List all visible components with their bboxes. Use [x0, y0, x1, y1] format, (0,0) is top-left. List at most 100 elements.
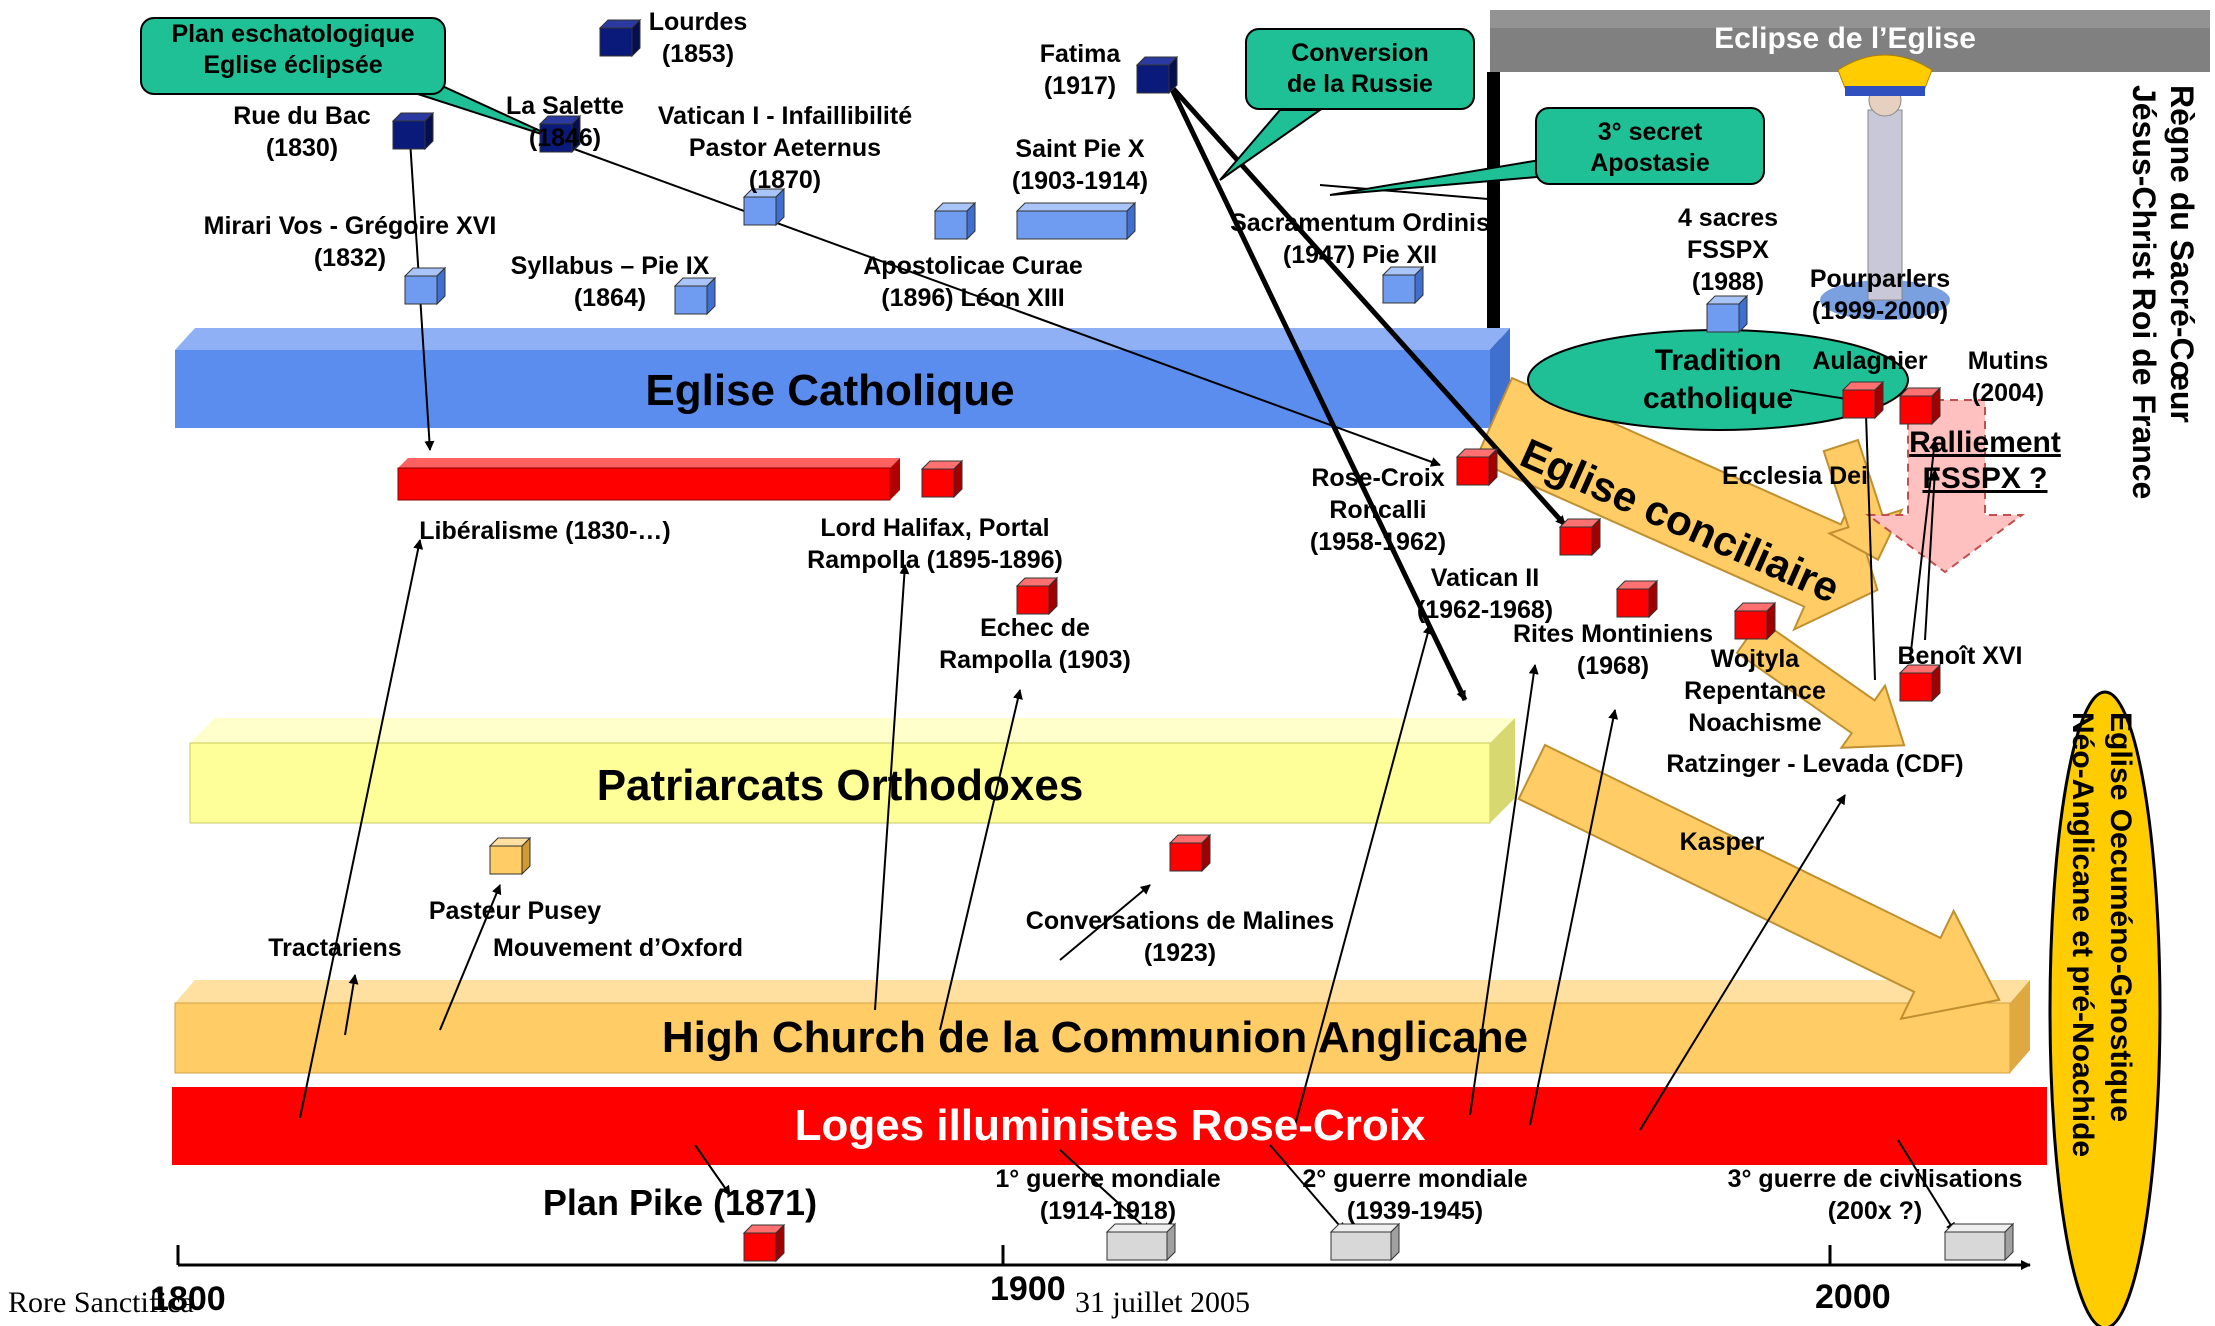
callout-secret-line1: 3° secret — [1597, 118, 1703, 146]
label-liberalisme-line1: Libéralisme (1830-…) — [419, 517, 671, 545]
label-wojtyla-line1: Wojtyla — [1710, 645, 1800, 673]
regne-line1: Règne du Sacré-Cœur — [2164, 85, 2200, 423]
label-ecclesia: Ecclesia Dei — [1722, 460, 1868, 492]
label-sacres-line1: 4 sacres — [1677, 204, 1779, 232]
label-vatican1-line2: Pastor Aeternus — [688, 134, 882, 162]
label-aulagnier: Aulagnier — [1812, 345, 1927, 377]
cube-benoit — [1898, 663, 1942, 703]
regne-sacre-coeur: Règne du Sacré-Cœur Jésus-Christ Roi de … — [2125, 85, 2201, 499]
label-rites-line1: Rites Montiniens — [1512, 620, 1714, 648]
label-tractariens-line1: Tractariens — [268, 934, 402, 962]
callout-3e-secret: 3° secret Apostasie — [1535, 107, 1765, 185]
callout-plan-eschatologique: Plan eschatologique Eglise éclipsée — [140, 17, 446, 95]
cube-pike — [742, 1223, 786, 1263]
callout-tail-secret — [1329, 158, 1563, 196]
label-kasper-line1: Kasper — [1679, 828, 1765, 856]
cube-fatima — [1135, 55, 1179, 95]
label-ww2-line1: 2° guerre mondiale — [1302, 1165, 1528, 1193]
cube-sacres — [1705, 294, 1749, 334]
label-pusey: Pasteur Pusey — [429, 895, 601, 927]
eclipse-line — [1487, 72, 1500, 412]
cube-sacramentum — [1381, 265, 1425, 305]
label-mirari: Mirari Vos - Grégoire XVI(1832) — [204, 210, 497, 274]
label-apostolicae-line2: (1896) Léon XIII — [881, 284, 1065, 312]
label-mutins-line2: (2004) — [1971, 379, 2045, 407]
label-ww2: 2° guerre mondiale(1939-1945) — [1302, 1163, 1527, 1227]
label-liberalisme: Libéralisme (1830-…) — [419, 515, 671, 547]
callout-conversion-russie: Conversion de la Russie — [1245, 28, 1475, 110]
label-vatican1-line1: Vatican I - Infaillibilité — [657, 102, 913, 130]
label-mutins-line1: Mutins — [1967, 347, 2049, 375]
liberalisme-bar — [397, 458, 900, 501]
label-vatican1-line3: (1870) — [748, 166, 822, 194]
label-fatima: Fatima(1917) — [1040, 38, 1121, 102]
label-pourparlers-line1: Pourparlers — [1809, 265, 1951, 293]
label-syllabus-line1: Syllabus – Pie IX — [510, 252, 710, 280]
label-kasper: Kasper — [1680, 826, 1765, 858]
label-vatican2-line2: (1962-1968) — [1416, 596, 1554, 624]
label-wojtyla-line3: Noachisme — [1688, 709, 1822, 737]
cube-malines — [1168, 833, 1212, 873]
loges-band-shape — [172, 1087, 2047, 1165]
label-lourdes-line1: Lourdes — [648, 8, 748, 36]
label-oxford: Mouvement d’Oxford — [493, 932, 743, 964]
cube-piex-a — [933, 201, 977, 241]
label-pike: Plan Pike (1871) — [542, 1182, 818, 1223]
label-echec-line1: Echec de — [980, 614, 1090, 642]
label-ruebac-line2: (1830) — [265, 134, 339, 162]
cube-ww2 — [1329, 1222, 1401, 1262]
label-ww3-line2: (200x ?) — [1827, 1197, 1923, 1225]
tradition-line1: Tradition — [1654, 344, 1782, 377]
label-benoit-line1: Benoît XVI — [1897, 642, 2023, 670]
tradition-line2: catholique — [1642, 382, 1794, 415]
label-mirari-line2: (1832) — [313, 244, 387, 272]
label-ruebac: Rue du Bac(1830) — [233, 100, 371, 164]
cube-lourdes — [598, 18, 642, 58]
label-lourdes: Lourdes (1853) — [649, 6, 748, 70]
label-piex: Saint Pie X(1903-1914) — [1012, 133, 1148, 197]
eclipse-title: Eclipse de l’Eglise — [1714, 22, 1976, 55]
label-malines-line1: Conversations de Malines — [1025, 907, 1335, 935]
cube-pusey — [488, 836, 532, 876]
cube-vatican1 — [742, 187, 786, 227]
cube-vatican2 — [1558, 517, 1602, 557]
label-ratzinger: Ratzinger - Levada (CDF) — [1666, 748, 1963, 780]
cube-aulagnier — [1841, 380, 1885, 420]
label-sacramentum: Sacramentum Ordinis(1947) Pie XII — [1230, 207, 1490, 271]
label-wojtyla-line2: Repentance — [1684, 677, 1826, 705]
label-salette-line1: La Salette — [505, 92, 625, 120]
label-sacramentum-line1: Sacramentum Ordinis — [1230, 209, 1490, 237]
cube-rosecroix — [1455, 447, 1499, 487]
ratzinger-arrow — [1735, 618, 1906, 749]
anglican-title: High Church de la Communion Anglicane — [661, 1013, 1529, 1062]
label-lourdes-line2: (1853) — [661, 40, 735, 68]
label-rites: Rites Montiniens(1968) — [1513, 618, 1713, 682]
oecumeno-line1: Eglise Oecuméno-Gnostique — [2104, 712, 2137, 1123]
label-benoit: Benoît XVI — [1897, 640, 2022, 672]
label-pourparlers: Pourparlers (1999-2000) — [1810, 263, 1950, 327]
cube-syllabus — [673, 276, 717, 316]
label-ecclesia-line1: Ecclesia Dei — [1722, 462, 1868, 490]
callout-plan-line2: Eglise éclipsée — [203, 51, 383, 79]
label-salette: La Salette(1846) — [506, 90, 624, 154]
tick-1800: 1800 — [150, 1280, 226, 1318]
label-pourparlers-line2: (1999-2000) — [1811, 297, 1949, 325]
label-halifax-line1: Lord Halifax, Portal — [820, 514, 1050, 542]
joan-of-arc-image — [1820, 54, 1950, 320]
label-aulagnier-line1: Aulagnier — [1812, 347, 1928, 375]
callout-secret-line2: Apostasie — [1590, 149, 1710, 177]
callout-tail-conversion — [1219, 109, 1324, 181]
tradition-title: Tradition catholique — [1643, 342, 1793, 418]
label-sacres-line3: (1988) — [1691, 268, 1765, 296]
kasper-arrow — [1517, 743, 2001, 1021]
anglican-band-shape — [174, 980, 2030, 1074]
label-ww1-line1: 1° guerre mondiale — [995, 1165, 1221, 1193]
label-ww3: 3° guerre de civilisations(200x ?) — [1728, 1163, 2023, 1227]
label-tractariens: Tractariens — [268, 932, 401, 964]
